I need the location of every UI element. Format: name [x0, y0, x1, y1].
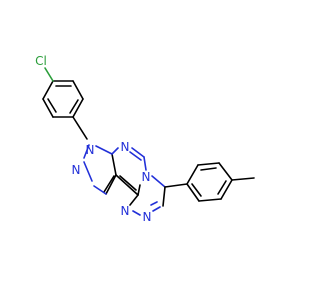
- triazole-ring: [129, 175, 166, 216]
- chlorophenyl-ring: [42, 80, 84, 118]
- c-cl-bond: [44, 67, 54, 82]
- aryl-n-bond: [72, 116, 88, 140]
- pyrazole-n2-label: N: [72, 163, 81, 177]
- structure-diagram: Cl N N N N N N: [35, 54, 255, 224]
- pyrazole-n-n-bond: [83, 144, 90, 159]
- triazole-aryl-bond: [164, 183, 188, 188]
- pyrazole-n1-label: N: [86, 143, 95, 157]
- tolyl-ring: [186, 162, 233, 202]
- pyrimidine-ring: [111, 147, 147, 196]
- bridgehead-n-label: N: [142, 170, 151, 184]
- molecule-svg: Cl N N N N N N: [35, 54, 255, 224]
- methyl-bond: [231, 177, 255, 181]
- triazole-n1-label: N: [121, 204, 130, 218]
- triazole-n2-label: N: [143, 210, 152, 224]
- pyrimidine-n-label: N: [121, 140, 130, 154]
- chlorine-label: Cl: [35, 54, 47, 68]
- pyrazole-ring: [83, 145, 117, 195]
